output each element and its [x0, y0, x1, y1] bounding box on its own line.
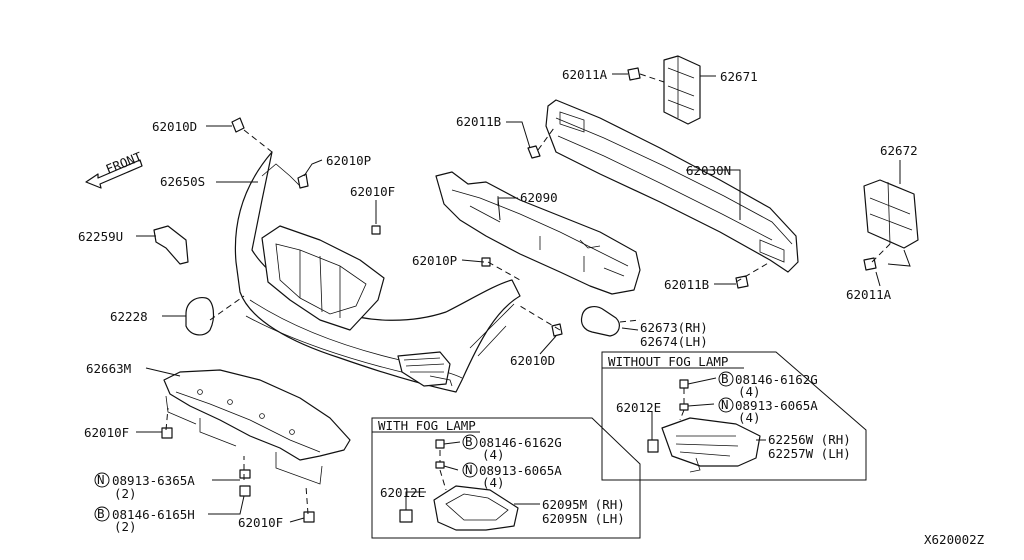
part-label-62011b: 62011B: [456, 114, 501, 129]
emblem-bracket-drawing: [153, 225, 189, 265]
bumper-reinforcement-drawing: [545, 99, 799, 273]
part-label-62095m: 62095M (RH): [542, 497, 625, 512]
fog-lamp-bezel-drawing: [433, 485, 519, 531]
part-qty-08146-6162g: (4): [482, 447, 505, 462]
bracket-62672-drawing: [863, 179, 919, 249]
part-qty-08146-6165h: (2): [114, 519, 137, 534]
part-label-62010f: 62010F: [238, 515, 283, 530]
part-label-62011a: 62011A: [562, 67, 608, 82]
part-label-62256w: 62256W (RH): [768, 432, 851, 447]
bolt-symbol: B: [721, 371, 729, 386]
diagram-ref-code: X620002Z: [924, 532, 985, 547]
part-label-08913-6065a: 08913-6065A: [735, 398, 818, 413]
part-label-62650s: 62650S: [160, 174, 205, 189]
tow-hook-cover-drawing: [185, 297, 215, 336]
part-label-62012e: 62012E: [616, 400, 661, 415]
part-label-08913-6065a: 08913-6065A: [479, 463, 562, 478]
part-label-62672: 62672: [880, 143, 918, 158]
nut-symbol: N: [97, 472, 105, 487]
part-label-08146-6162g: 08146-6162G: [479, 435, 562, 450]
undercover-drawing: [163, 369, 351, 485]
part-label-62011b: 62011B: [664, 277, 709, 292]
with-fog-lamp-title: WITH FOG LAMP: [378, 418, 476, 433]
part-qty-08146-6162g: (4): [738, 384, 761, 399]
part-label-08146-6165h: 08146-6165H: [112, 507, 195, 522]
nut-symbol: N: [465, 462, 473, 477]
part-label-62030n: 62030N: [686, 163, 731, 178]
part-label-62674: 62674(LH): [640, 334, 708, 349]
bracket-62671-drawing: [663, 55, 701, 125]
part-label-62673: 62673(RH): [640, 320, 708, 335]
part-label-62259u: 62259U: [78, 229, 123, 244]
part-label-62010f: 62010F: [84, 425, 129, 440]
bolt-symbol: B: [97, 506, 105, 521]
symbol-circles: [94, 371, 734, 522]
leader-lines: [136, 73, 911, 523]
nut-symbol: N: [721, 397, 729, 412]
part-label-62671: 62671: [720, 69, 758, 84]
part-label-62095n: 62095N (LH): [542, 511, 625, 526]
without-fog-lamp-title: WITHOUT FOG LAMP: [608, 354, 728, 369]
part-label-62010d: 62010D: [510, 353, 555, 368]
part-label-62010d: 62010D: [152, 119, 197, 134]
daytime-lamp-drawing: [661, 417, 761, 473]
assembly-dashes: [165, 73, 891, 515]
with-fog-lamp-box: [371, 417, 641, 539]
part-qty-08913-6065a: (4): [482, 475, 505, 490]
part-label-62090: 62090: [520, 190, 558, 205]
part-label-08913-6365a: 08913-6365A: [112, 473, 195, 488]
front-arrow-icon: [85, 159, 143, 189]
part-label-62010f: 62010F: [350, 184, 395, 199]
part-label-08146-6162g: 08146-6162G: [735, 372, 818, 387]
without-fog-lamp-box: [601, 351, 867, 481]
part-label-62010p: 62010P: [412, 253, 457, 268]
bolt-symbol: B: [465, 434, 473, 449]
bumper-fascia-drawing: [234, 151, 521, 393]
bracket-62673-drawing: [580, 306, 620, 337]
part-label-62012e: 62012E: [380, 485, 425, 500]
part-qty-08913-6065a: (4): [738, 410, 761, 425]
part-label-62011a: 62011A: [846, 287, 892, 302]
part-label-62010p: 62010P: [326, 153, 371, 168]
fastener-icons: [161, 67, 877, 523]
part-label-62228: 62228: [110, 309, 148, 324]
part-label-62663m: 62663M: [86, 361, 131, 376]
part-label-62257w: 62257W (LH): [768, 446, 851, 461]
part-qty-08913-6365a: (2): [114, 486, 137, 501]
